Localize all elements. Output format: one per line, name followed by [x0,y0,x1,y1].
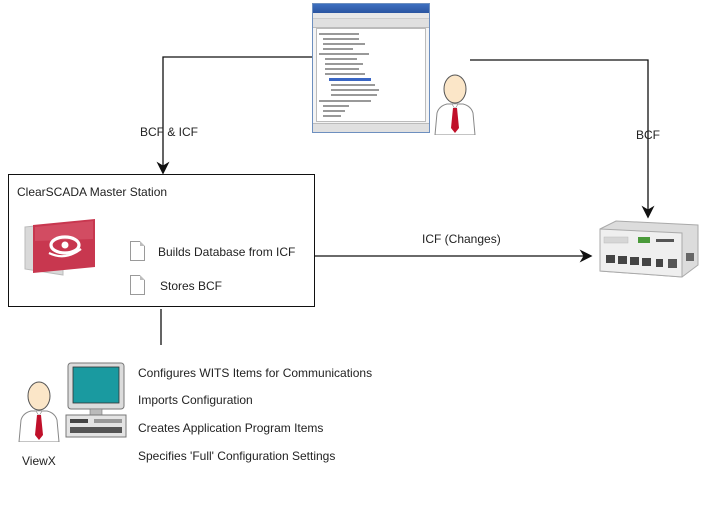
clearscada-logo-icon [24,219,95,276]
arrow-bcf-icf [156,56,312,175]
thumbnail-titlebar [313,4,429,13]
master-station-box: ClearSCADA Master Station Builds Databas… [8,174,315,307]
viewx-task-full-config: Specifies 'Full' Configuration Settings [138,449,336,463]
computer-workstation-icon [65,362,127,438]
thumbnail-menubar [313,13,429,19]
viewx-task-configures-wits: Configures WITS Items for Communications [138,366,373,380]
master-item-builds-database: Builds Database from ICF [158,245,296,259]
operator-person-icon [18,381,60,442]
thumbnail-statusbar [313,123,429,132]
master-item-stores-bcf: Stores BCF [160,279,223,293]
configurator-window-thumbnail [312,3,430,133]
viewx-task-imports-config: Imports Configuration [138,393,253,407]
thumbnail-tree [316,28,426,122]
thumbnail-toolbar [313,19,429,28]
document-icon [130,241,145,261]
label-bcf: BCF [636,128,660,142]
master-station-title: ClearSCADA Master Station [17,185,168,199]
document-icon [130,275,145,295]
label-icf-changes: ICF (Changes) [422,232,501,246]
label-bcf-icf: BCF & ICF [140,125,199,139]
rtu-device-icon [599,220,699,278]
arrow-bcf [470,59,655,219]
viewx-task-creates-items: Creates Application Program Items [138,421,324,435]
viewx-label: ViewX [22,454,56,468]
engineer-person-icon [434,74,476,135]
